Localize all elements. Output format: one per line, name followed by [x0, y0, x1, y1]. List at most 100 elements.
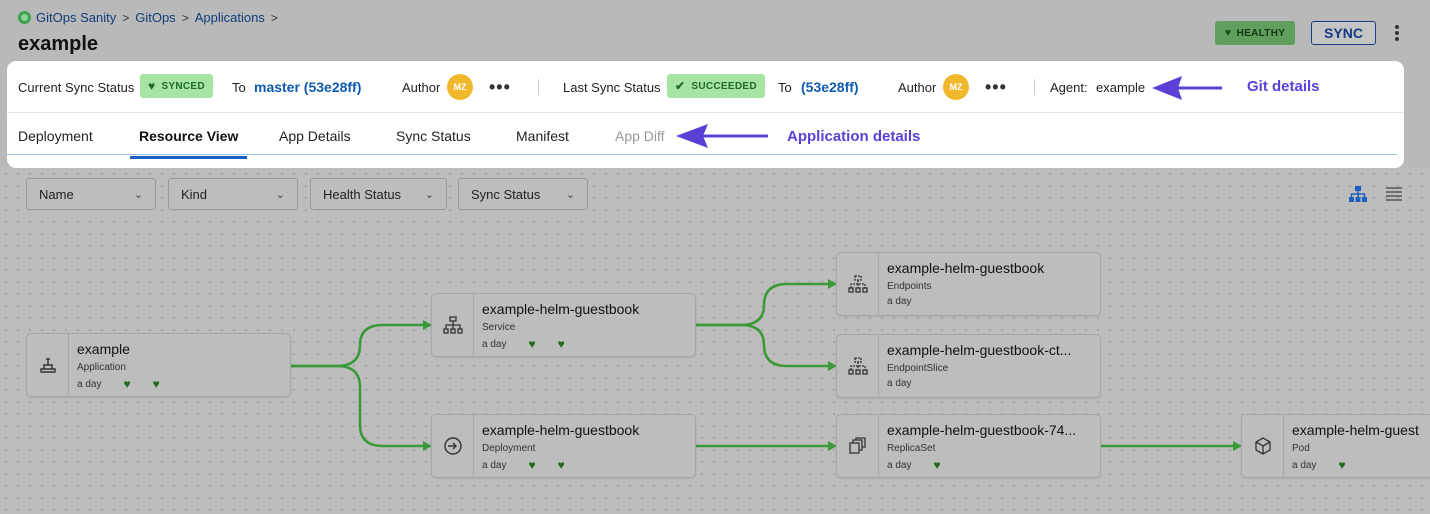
sync-button[interactable]: SYNC — [1311, 21, 1376, 45]
heart-icon: ♥ — [148, 79, 156, 93]
gitops-logo-icon — [18, 11, 31, 24]
breadcrumb-separator-icon: > — [122, 10, 130, 25]
tab-app-details[interactable]: App Details — [279, 128, 351, 144]
node-age: a day — [482, 459, 507, 471]
author-avatar[interactable]: MZ — [447, 74, 473, 100]
succeeded-badge: ✔ SUCCEEDED — [667, 74, 765, 98]
tab-manifest[interactable]: Manifest — [516, 128, 569, 144]
health-heart-icon: ♥ — [528, 458, 536, 472]
to-label: To — [778, 79, 792, 95]
breadcrumb-gitops[interactable]: GitOps — [135, 10, 176, 25]
author-avatar[interactable]: MZ — [943, 74, 969, 100]
node-age: a day — [77, 378, 102, 390]
node-kind: Service — [482, 322, 516, 333]
resource-node-endpoints[interactable]: example-helm-guestbook Endpoints a day — [836, 252, 1101, 316]
node-meta: a day — [887, 296, 911, 307]
node-name: example-helm-guestbook-74... — [887, 422, 1077, 438]
health-heart-icon: ♥ — [123, 377, 131, 391]
health-heart-icon: ♥ — [528, 337, 536, 351]
filter-name-dropdown[interactable]: Name ⌄ — [26, 178, 156, 210]
health-heart-icon: ♥ — [933, 458, 941, 472]
node-meta: a day ♥ ♥ — [482, 337, 565, 351]
sync-status-row: Current Sync Status ♥ SYNCED To master (… — [7, 61, 1404, 113]
node-meta: a day — [887, 378, 911, 389]
breadcrumb-gitops-sanity[interactable]: GitOps Sanity — [36, 10, 117, 25]
endpoints-icon — [837, 253, 879, 315]
node-name: example-helm-guestbook — [482, 301, 640, 317]
tab-resource-view[interactable]: Resource View — [130, 113, 248, 159]
agent-label: Agent: — [1050, 79, 1088, 95]
sync-heart-icon: ♥ — [152, 377, 160, 391]
node-kind: Deployment — [482, 443, 536, 454]
filter-name-label: Name — [39, 186, 74, 202]
endpointslice-icon — [837, 335, 879, 397]
node-age: a day — [887, 296, 912, 307]
chevron-down-icon: ⌄ — [424, 188, 434, 201]
to-label: To — [232, 79, 246, 95]
filter-kind-dropdown[interactable]: Kind ⌄ — [168, 178, 298, 210]
node-meta: a day ♥ ♥ — [77, 377, 160, 391]
resource-node-service[interactable]: example-helm-guestbook Service a day ♥ ♥ — [431, 293, 696, 357]
health-status-label: HEALTHY — [1236, 27, 1286, 39]
more-dots-icon[interactable]: ••• — [985, 76, 1007, 97]
breadcrumb-applications[interactable]: Applications — [194, 10, 265, 25]
tab-app-diff[interactable]: App Diff — [615, 128, 665, 144]
author-label: Author — [402, 79, 441, 95]
node-kind: Application — [77, 362, 126, 373]
application-icon — [27, 334, 69, 396]
more-options-icon[interactable] — [1390, 22, 1404, 44]
node-meta: a day ♥ — [1292, 458, 1346, 472]
resource-node-endpointslice[interactable]: example-helm-guestbook-ct... EndpointSli… — [836, 334, 1101, 398]
resource-node-application[interactable]: example Application a day ♥ ♥ — [26, 333, 291, 397]
tabs-underline — [7, 154, 1397, 155]
node-kind: EndpointSlice — [887, 363, 949, 374]
breadcrumb-separator-icon: > — [270, 10, 278, 25]
tabs: Deployment Resource View App Details Syn… — [7, 113, 1404, 168]
sync-heart-icon: ♥ — [557, 337, 565, 351]
node-name: example-helm-guestbook-ct... — [887, 342, 1072, 358]
service-icon — [432, 294, 474, 356]
author-label: Author — [898, 79, 937, 95]
succeeded-badge-label: SUCCEEDED — [691, 80, 757, 92]
pod-icon — [1242, 415, 1284, 477]
last-commit-link[interactable]: (53e28ff) — [801, 79, 859, 95]
application-details-annotation: Application details — [787, 128, 921, 145]
filter-sync-status-dropdown[interactable]: Sync Status ⌄ — [458, 178, 588, 210]
chevron-down-icon: ⌄ — [275, 188, 285, 201]
node-kind: ReplicaSet — [887, 443, 936, 454]
details-panel: Current Sync Status ♥ SYNCED To master (… — [7, 61, 1404, 168]
replicaset-icon — [837, 415, 879, 477]
divider — [538, 79, 539, 95]
health-heart-icon: ♥ — [1338, 458, 1346, 472]
node-kind: Endpoints — [887, 281, 932, 292]
filter-health-status-dropdown[interactable]: Health Status ⌄ — [310, 178, 447, 210]
resource-node-deployment[interactable]: example-helm-guestbook Deployment a day … — [431, 414, 696, 478]
node-kind: Pod — [1292, 443, 1310, 454]
resource-node-replicaset[interactable]: example-helm-guestbook-74... ReplicaSet … — [836, 414, 1101, 478]
tab-sync-status[interactable]: Sync Status — [396, 128, 471, 144]
breadcrumb: GitOps Sanity > GitOps > Applications > — [18, 10, 284, 25]
node-age: a day — [482, 338, 507, 350]
agent-value[interactable]: example — [1096, 79, 1146, 95]
chevron-down-icon: ⌄ — [133, 188, 143, 201]
node-name: example-helm-guestbook — [887, 260, 1045, 276]
chevron-down-icon: ⌄ — [565, 188, 575, 201]
sync-heart-icon: ♥ — [557, 458, 565, 472]
resource-node-pod[interactable]: example-helm-guest Pod a day ♥ — [1241, 414, 1430, 478]
tab-deployment[interactable]: Deployment — [18, 128, 93, 144]
node-meta: a day ♥ ♥ — [482, 458, 565, 472]
current-commit-link[interactable]: master (53e28ff) — [254, 79, 362, 95]
current-sync-status-label: Current Sync Status — [18, 79, 135, 95]
divider — [1034, 79, 1035, 95]
node-name: example-helm-guest — [1292, 422, 1419, 438]
synced-badge: ♥ SYNCED — [140, 74, 213, 98]
node-age: a day — [1292, 459, 1317, 471]
more-dots-icon[interactable]: ••• — [489, 76, 511, 97]
list-view-icon[interactable] — [1385, 185, 1403, 203]
synced-badge-label: SYNCED — [161, 80, 205, 92]
node-name: example — [77, 341, 130, 357]
last-sync-status-label: Last Sync Status — [563, 79, 661, 95]
tree-view-icon[interactable] — [1349, 185, 1367, 203]
